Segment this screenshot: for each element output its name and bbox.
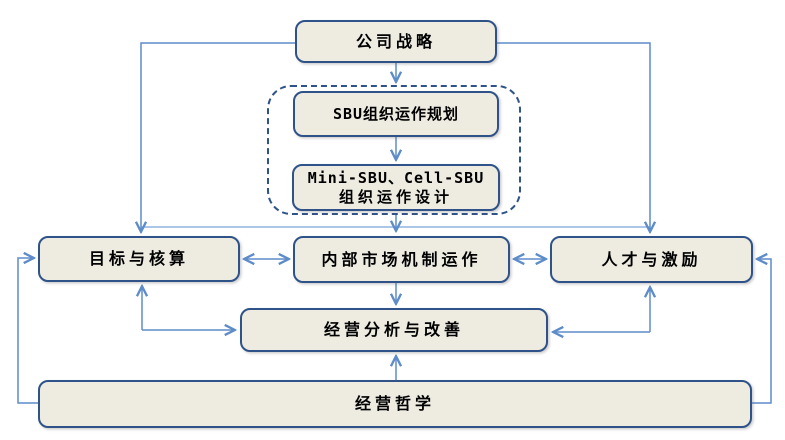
node-talent-incentive-label: 人才与激励 xyxy=(601,249,702,269)
node-company-strategy-label: 公司战略 xyxy=(355,31,436,51)
sbu-design-group xyxy=(267,85,521,215)
node-internal-market: 内部市场机制运作 xyxy=(293,236,510,283)
node-internal-market-label: 内部市场机制运作 xyxy=(321,249,482,269)
node-analysis-improvement-label: 经营分析与改善 xyxy=(323,320,464,339)
node-philosophy-label: 经营哲学 xyxy=(354,394,435,413)
node-company-strategy: 公司战略 xyxy=(295,20,497,63)
node-mini-sbu: Mini-SBU、Cell-SBU 组织运作设计 xyxy=(292,164,500,211)
node-mini-sbu-line1: Mini-SBU、Cell-SBU xyxy=(307,168,485,187)
node-philosophy: 经营哲学 xyxy=(38,380,752,428)
node-mini-sbu-line2: 组织运作设计 xyxy=(338,187,453,206)
node-talent-incentive: 人才与激励 xyxy=(550,236,753,283)
node-analysis-improvement: 经营分析与改善 xyxy=(240,308,548,352)
node-sbu-planning-label: SBU组织运作规划 xyxy=(332,104,460,123)
node-goals-accounting: 目标与核算 xyxy=(38,236,240,282)
node-sbu-planning: SBU组织运作规划 xyxy=(293,91,499,137)
edge-philosophy-to-talent xyxy=(752,259,772,404)
node-goals-accounting-label: 目标与核算 xyxy=(88,249,189,268)
edge-philosophy-to-goals xyxy=(17,258,38,404)
